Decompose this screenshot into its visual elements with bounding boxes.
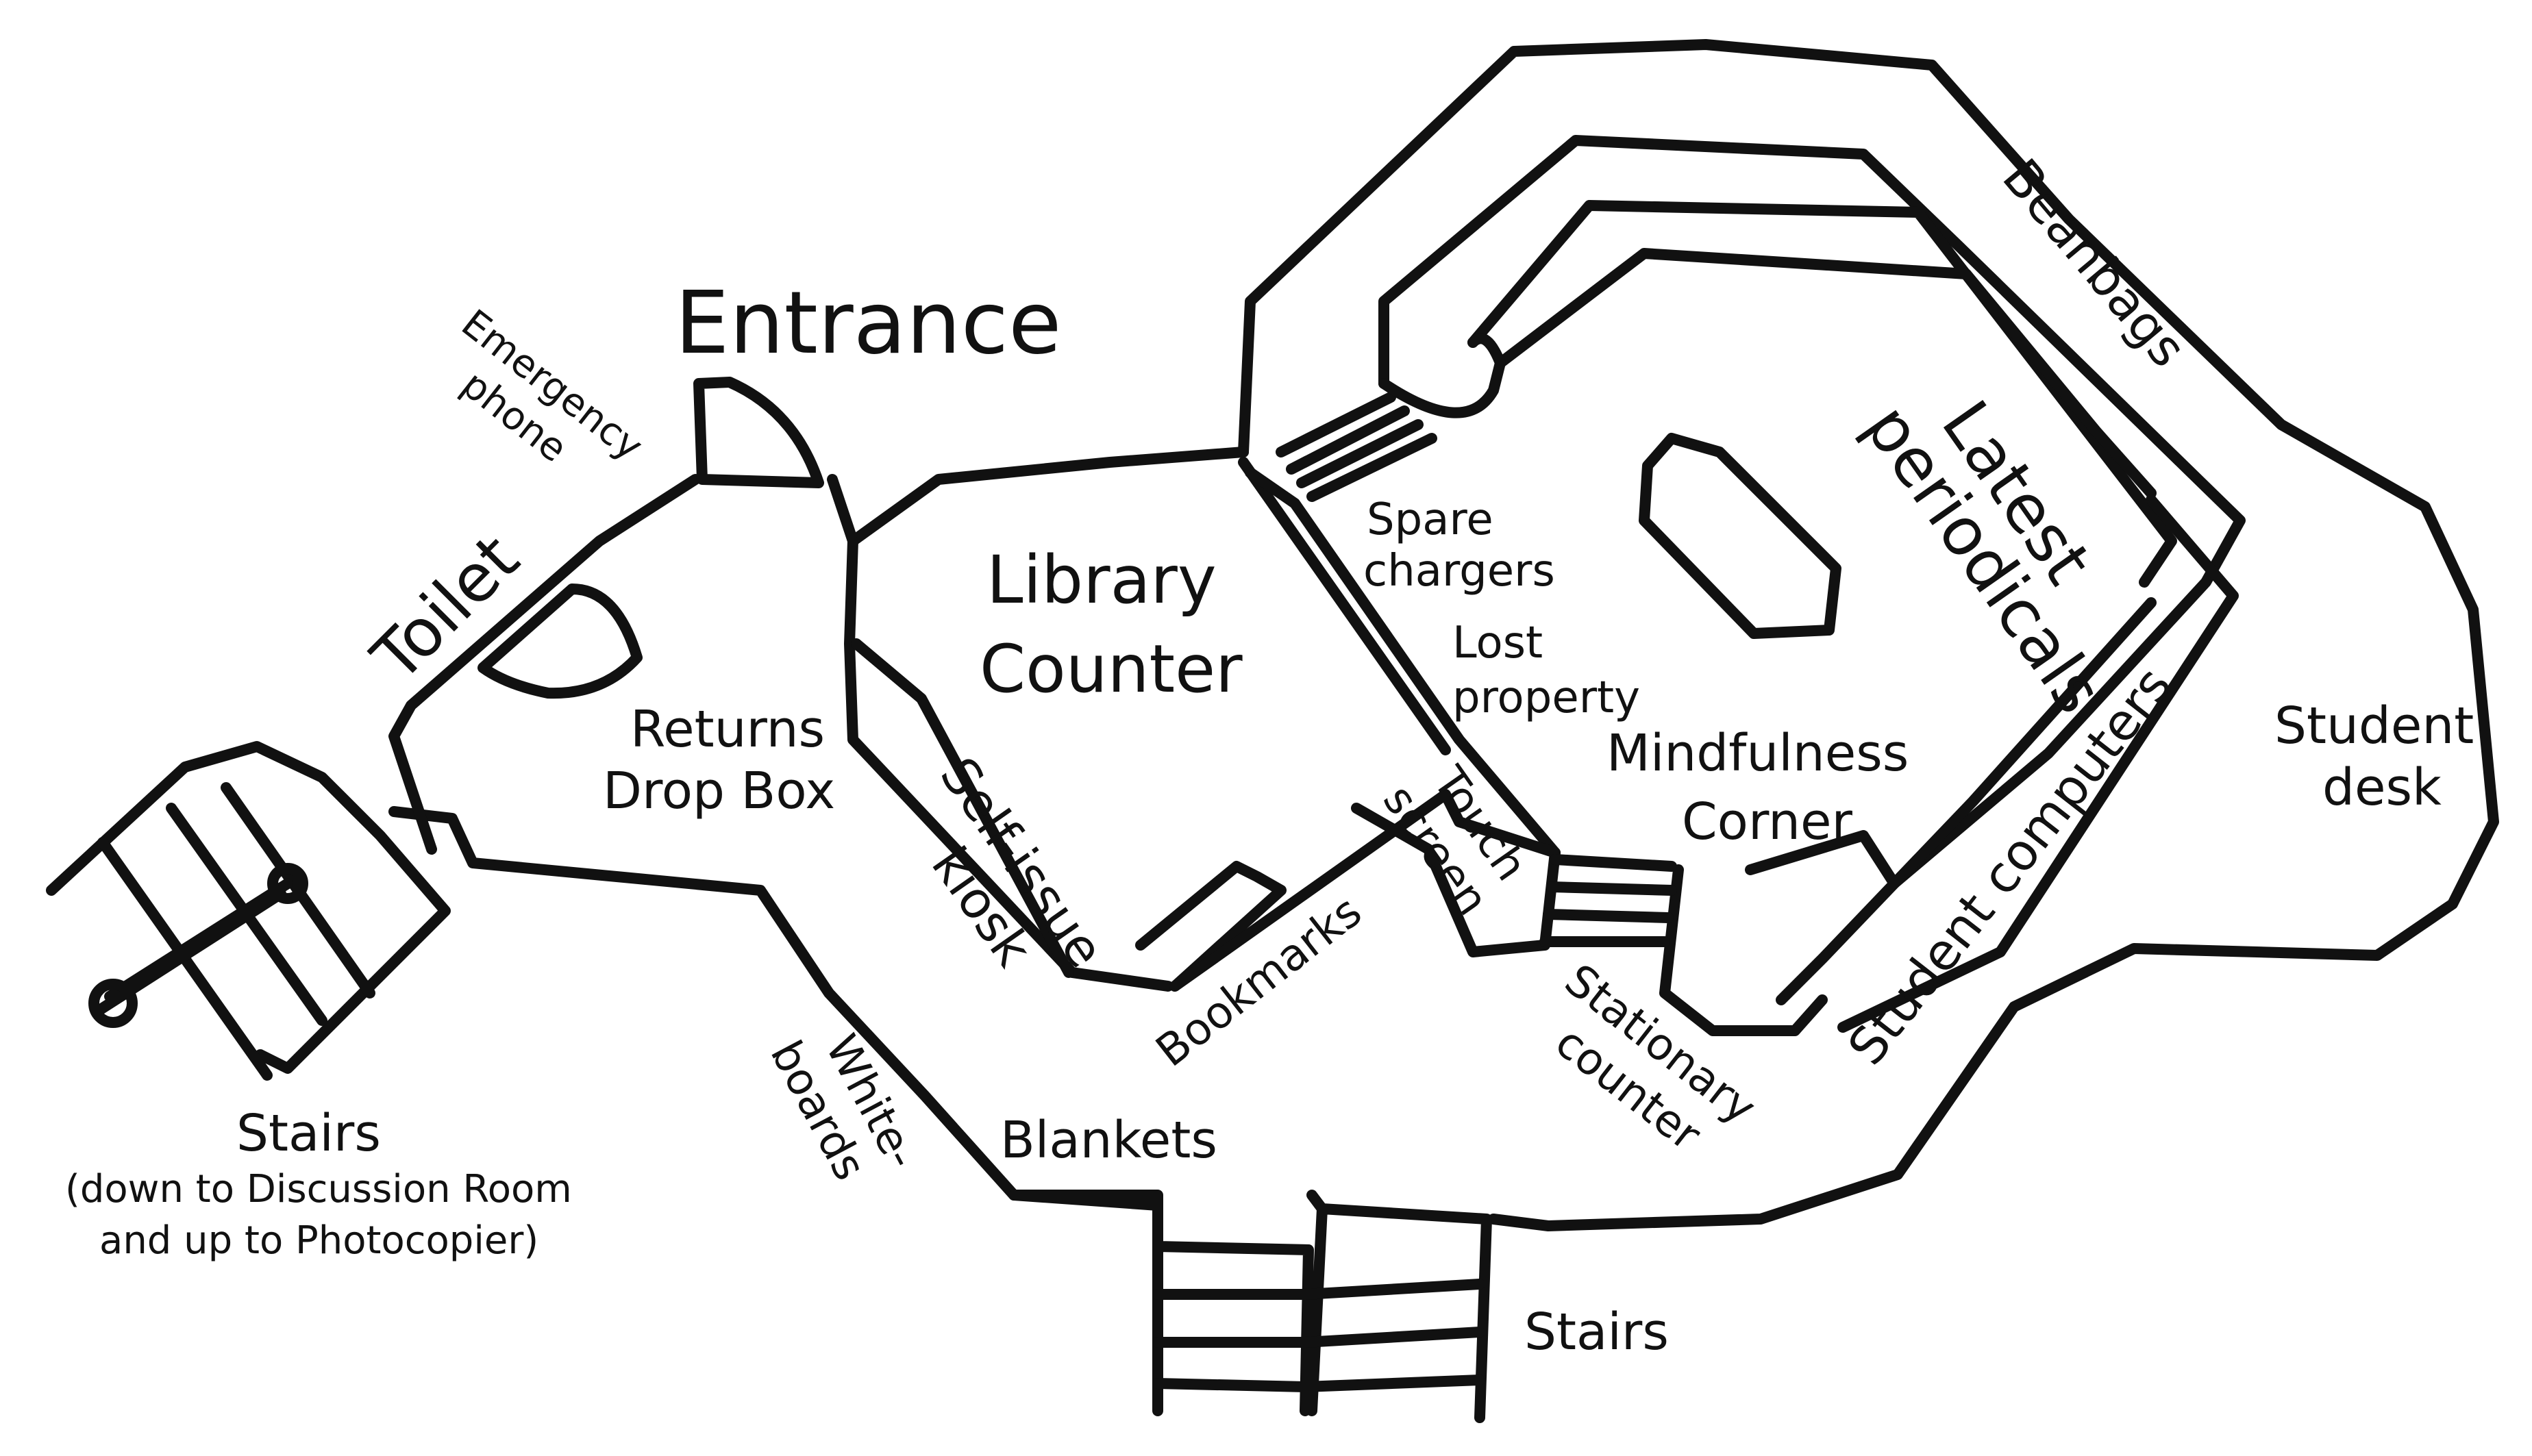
lower-wall: [388, 806, 1163, 1211]
touch-screen-wall: [1169, 789, 1561, 992]
spare-chargers-label-1: Spare: [1367, 494, 1493, 545]
chargers-line-3: [1296, 419, 1424, 488]
mindfulness-corner-label-1: Mindfulness: [1606, 724, 1909, 783]
counter-right-inner: [1245, 467, 1561, 858]
entrance-label: Entrance: [675, 273, 1062, 373]
stairs-main-outline: [1008, 1190, 1492, 1423]
mindfulness-corner-label-2: Corner: [1682, 792, 1852, 851]
stairs-main-step-3: [1152, 1375, 1485, 1392]
library-counter-label-1: Library: [986, 542, 1217, 618]
inner-track-inner: [1495, 248, 2157, 499]
chargers-line-1: [1276, 392, 1396, 457]
chargers-line-4: [1306, 433, 1437, 502]
stationary-step-2: [1546, 881, 1677, 896]
lost-property-label-2: property: [1452, 673, 1640, 723]
inner-track-middle: [1467, 200, 2177, 588]
mindfulness-pod: [1639, 433, 1841, 639]
counter-right-wall: [1238, 457, 1451, 755]
blankets-label: Blankets: [1000, 1111, 1217, 1170]
toilet-door: [477, 583, 643, 699]
library-counter-inner: [851, 638, 1074, 978]
stairs-left-handrail-end-2: [267, 863, 308, 904]
inner-track-outer: [1378, 135, 2246, 889]
chargers-curl: [1378, 333, 1506, 418]
stairs-main-step-2: [1152, 1327, 1485, 1348]
stairs-main-label: Stairs: [1524, 1303, 1669, 1361]
outer-wall: [1238, 39, 2499, 1231]
stairs-left-note-2: and up to Photocopier): [99, 1218, 538, 1263]
stationary-step-1: [1550, 854, 1677, 872]
chargers-line-2: [1286, 405, 1410, 475]
entrance-right-wall: [827, 447, 1249, 547]
lost-property-label-1: Lost: [1452, 618, 1543, 668]
stationary-wall: [1659, 864, 1828, 1036]
entrance-door: [693, 377, 824, 488]
spare-chargers-label-2: chargers: [1363, 546, 1555, 597]
stairs-left-handrail-end-1: [88, 979, 138, 1028]
student-desk-label-1: Student: [2274, 696, 2474, 755]
bookmarks-box: [1135, 861, 1287, 992]
returns-drop-box-label-1: Returns: [630, 700, 825, 759]
stationary-step-3: [1543, 909, 1674, 923]
toilet-left-wall: [388, 474, 701, 855]
library-counter-left: [844, 536, 1174, 992]
returns-drop-box-label-2: Drop Box: [603, 762, 835, 820]
stairs-left-note-1: (down to Discussion Room: [65, 1167, 572, 1212]
stairs-left-outline: [46, 741, 451, 1074]
computers-wall: [1776, 597, 2157, 1005]
stairs-main-step-1: [1152, 1279, 1485, 1300]
student-desk-label-2: desk: [2322, 758, 2442, 817]
stairs-left-label: Stairs: [236, 1104, 381, 1163]
right-outer-arc: [1837, 494, 2239, 1033]
library-counter-label-2: Counter: [980, 631, 1243, 707]
